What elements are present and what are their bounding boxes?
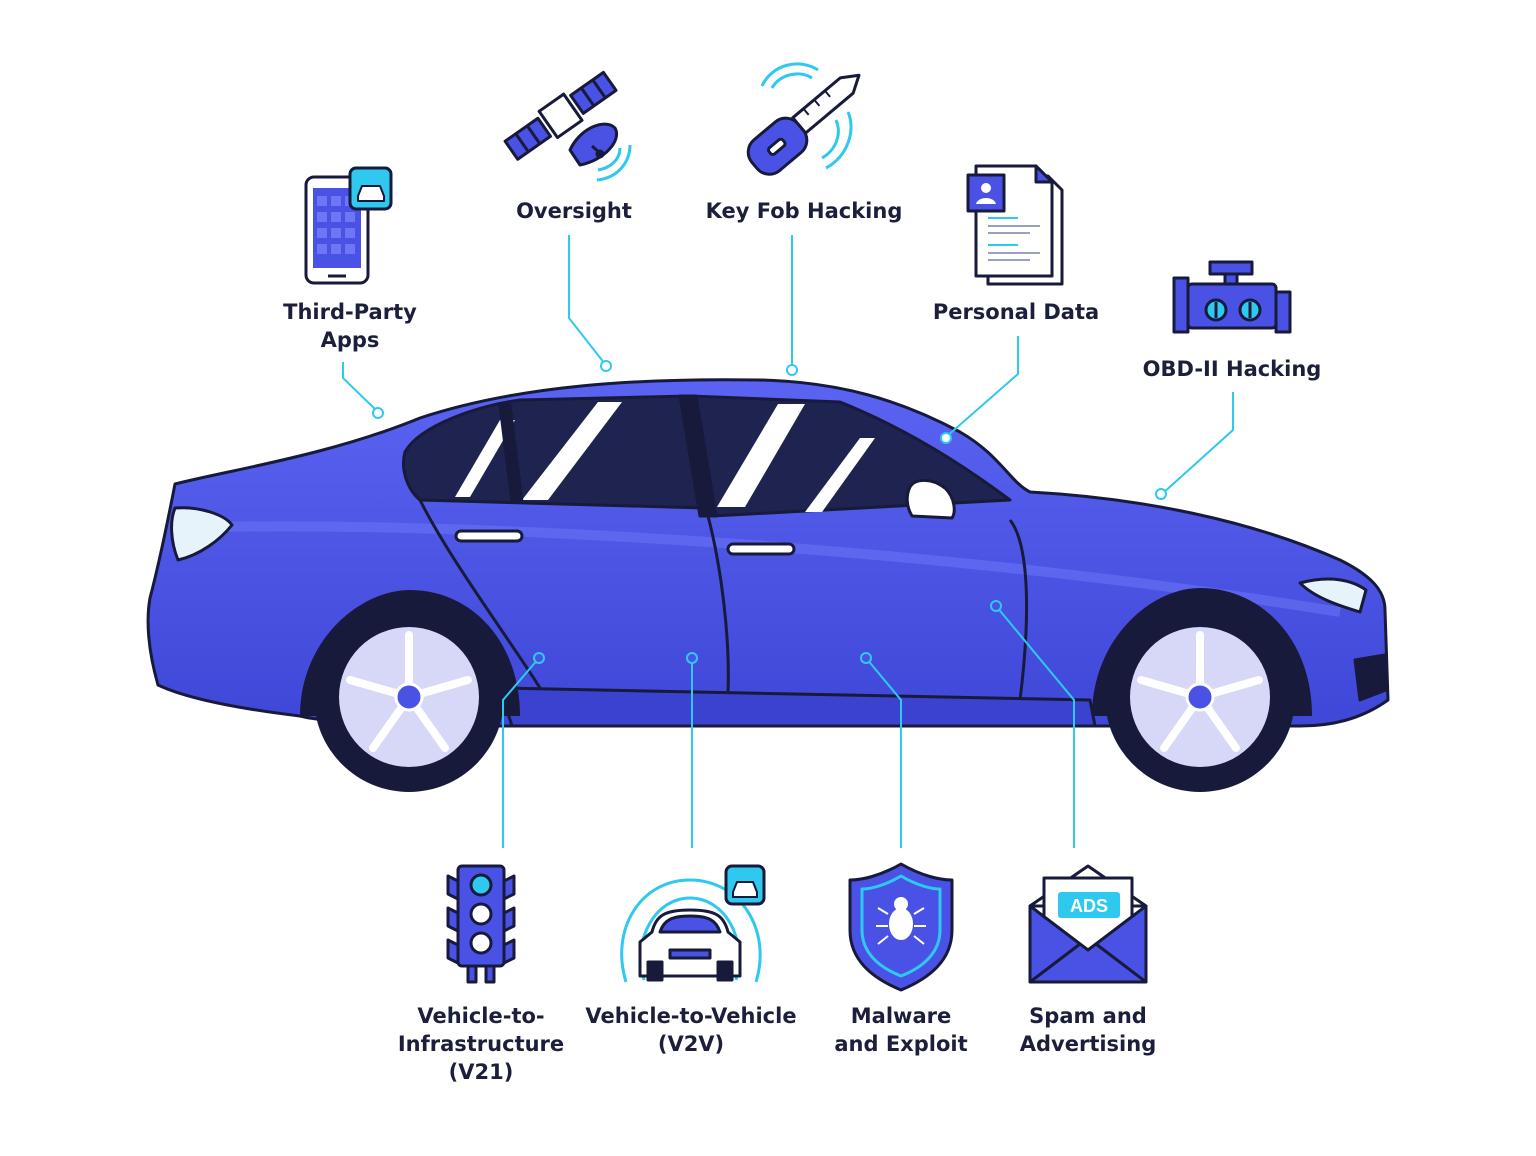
rear-wheel [314,602,504,792]
connector-oversight [568,235,606,365]
connector-obd [1161,392,1234,495]
car-signal-icon [620,864,766,983]
label-key-fob-hacking: Key Fob Hacking [705,199,903,223]
rear-door-handle [454,529,524,543]
label-vehicle-to-vehicle: Vehicle-to-Vehicle (V2V) [585,1004,797,1056]
connector-spam [995,605,1075,848]
connector-personal-data [945,336,1019,438]
traffic-light-icon [446,864,516,984]
connector-third-party [342,362,379,413]
label-third-party-apps: Third-Party Apps [283,300,417,352]
tail-light [170,506,234,562]
head-light [1298,577,1368,614]
smartphone-car-app-icon [304,166,393,285]
ads-badge-text: ADS [1070,896,1108,916]
connector-malware [865,657,902,848]
side-mirror [905,478,956,520]
label-vehicle-to-infrastructure: Vehicle-to- Infrastructure (V21) [397,1004,565,1084]
satellite-icon [503,70,632,182]
label-obd-ii-hacking: OBD-II Hacking [1142,357,1322,381]
connector-v2i [502,657,540,848]
connectors [342,235,1234,848]
car-key-icon [746,62,861,176]
engine-icon [1172,260,1292,334]
shield-bug-icon [848,862,954,992]
label-malware-and-exploit: Malware and Exploit [834,1004,968,1056]
front-wheel [1105,602,1295,792]
document-profile-icon [966,164,1064,286]
label-oversight: Oversight [516,199,632,223]
label-spam-and-advertising: Spam and Advertising [1019,1004,1157,1056]
label-personal-data: Personal Data [932,300,1100,324]
front-door-handle [726,542,796,556]
envelope-ads-icon: ADS [1028,864,1148,984]
